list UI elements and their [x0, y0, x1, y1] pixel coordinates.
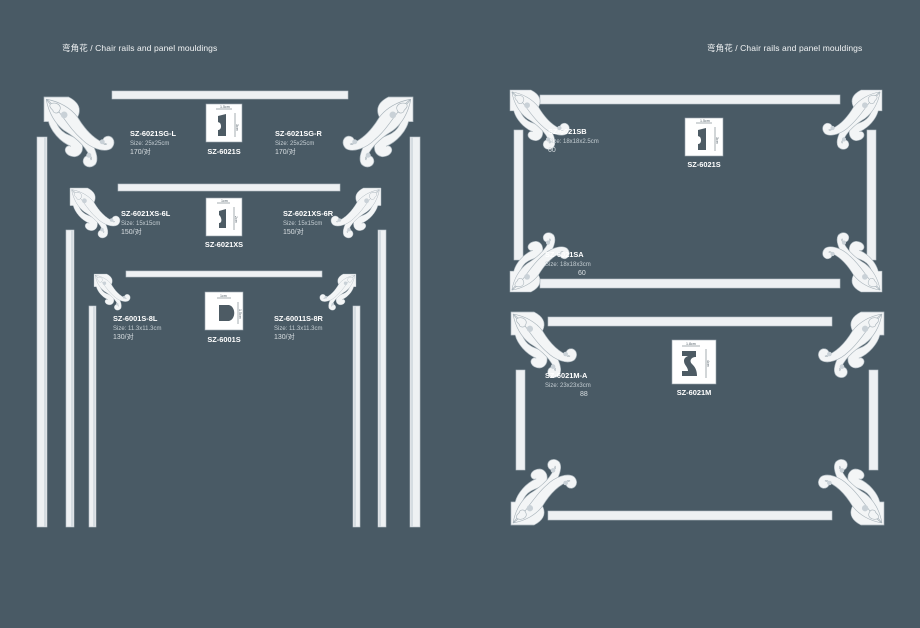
- product-size: Size: 23x23x3cm: [545, 382, 591, 389]
- product-price: 150/对: [283, 229, 304, 237]
- profile-label-6021xs: SZ-6021XS: [204, 240, 244, 249]
- product-size: Size: 15x15cm: [121, 220, 161, 227]
- product-6021xs-6l: SZ-6021XS-6L Size: 15x15cm 150/对: [121, 209, 171, 237]
- profile-diagram-6001s: 1cm 1.5cm: [204, 291, 244, 331]
- product-code: SZ-6021SG-L: [130, 129, 177, 138]
- product-6021m-a: SZ-6021M-A Size: 23x23x3cm 88: [545, 371, 591, 399]
- panel-bottom: [510, 311, 885, 526]
- product-code: SZ-60011S-8R: [274, 314, 323, 323]
- profile-diagram-6021xs: 1cm 2cm: [205, 197, 243, 237]
- product-price: 170/对: [130, 149, 151, 157]
- product-price: 60: [548, 147, 556, 155]
- page-title-right: 弯角花 / Chair rails and panel mouldings: [707, 43, 863, 53]
- profile-width-label: 1.8cm: [686, 342, 696, 346]
- product-size: Size: 18x18x2.5cm: [548, 138, 599, 145]
- profile-height-label: 3cm: [715, 137, 719, 144]
- product-price: 170/对: [275, 149, 296, 157]
- profile-height-label: 2cm: [234, 216, 238, 223]
- product-price: 130/对: [274, 334, 295, 342]
- product-6021sg-r: SZ-6021SG-R Size: 25x25cm 170/对: [275, 129, 322, 157]
- profile-width-label: 1.5cm: [700, 119, 710, 123]
- profile-label-6021m: SZ-6021M: [676, 388, 712, 397]
- product-price: 60: [578, 270, 586, 278]
- frame-medium: [65, 183, 387, 528]
- profile-diagram-6021s-left: 1.5cm 3cm: [205, 103, 243, 143]
- product-price: 88: [580, 391, 588, 399]
- product-size: Size: 11.3x11.3cm: [113, 325, 162, 332]
- product-price: 150/对: [121, 229, 142, 237]
- product-6021sg-l: SZ-6021SG-L Size: 25x25cm 170/对: [130, 129, 177, 157]
- frame-large: [36, 90, 421, 528]
- product-size: Size: 25x25cm: [275, 140, 315, 147]
- product-size: Size: 25x25cm: [130, 140, 170, 147]
- product-60011s-8r: SZ-60011S-8R Size: 11.3x11.3cm 130/对: [274, 314, 323, 342]
- product-size: Size: 15x15cm: [283, 220, 323, 227]
- product-code: SZ-6021SG-R: [275, 129, 322, 138]
- product-code: SZ-6021SB: [548, 127, 587, 136]
- profile-height-label: 3cm: [235, 124, 239, 131]
- product-code: SZ-6021M-A: [545, 371, 588, 380]
- product-6021sb: SZ-6021SB Size: 18x18x2.5cm 60: [548, 127, 599, 155]
- product-size: Size: 11.3x11.3cm: [274, 325, 323, 332]
- profile-diagram-6021s-right: 1.5cm 3cm: [684, 117, 724, 157]
- profile-label-6021s-left: SZ-6021S: [207, 147, 241, 156]
- profile-height-label: 1.5cm: [238, 309, 242, 319]
- product-code: SZ-6021XS-6R: [283, 209, 334, 218]
- panel-top: [509, 89, 883, 293]
- profile-height-label: 4cm: [706, 360, 710, 367]
- profile-width-label: 1cm: [220, 294, 227, 298]
- profile-width-label: 1.5cm: [220, 105, 230, 109]
- product-6021xs-6r: SZ-6021XS-6R Size: 15x15cm 150/对: [283, 209, 334, 237]
- page-title-left: 弯角花 / Chair rails and panel mouldings: [62, 43, 218, 53]
- profile-diagram-6021m: 1.8cm 4cm: [671, 339, 717, 385]
- product-price: 130/对: [113, 334, 134, 342]
- product-code: SZ-6021XS-6L: [121, 209, 171, 218]
- product-size: Size: 18x18x3cm: [545, 261, 591, 268]
- product-6021sa: SZ-6021SA Size: 18x18x3cm 60: [545, 250, 591, 278]
- profile-label-6021s-right: SZ-6021S: [687, 160, 721, 169]
- profile-width-label: 1cm: [221, 199, 228, 203]
- product-code: SZ-6021SA: [545, 250, 584, 259]
- product-code: SZ-6001S-8L: [113, 314, 158, 323]
- profile-label-6001s: SZ-6001S: [207, 335, 241, 344]
- frame-small: [88, 270, 361, 528]
- product-6001s-8l: SZ-6001S-8L Size: 11.3x11.3cm 130/对: [113, 314, 162, 342]
